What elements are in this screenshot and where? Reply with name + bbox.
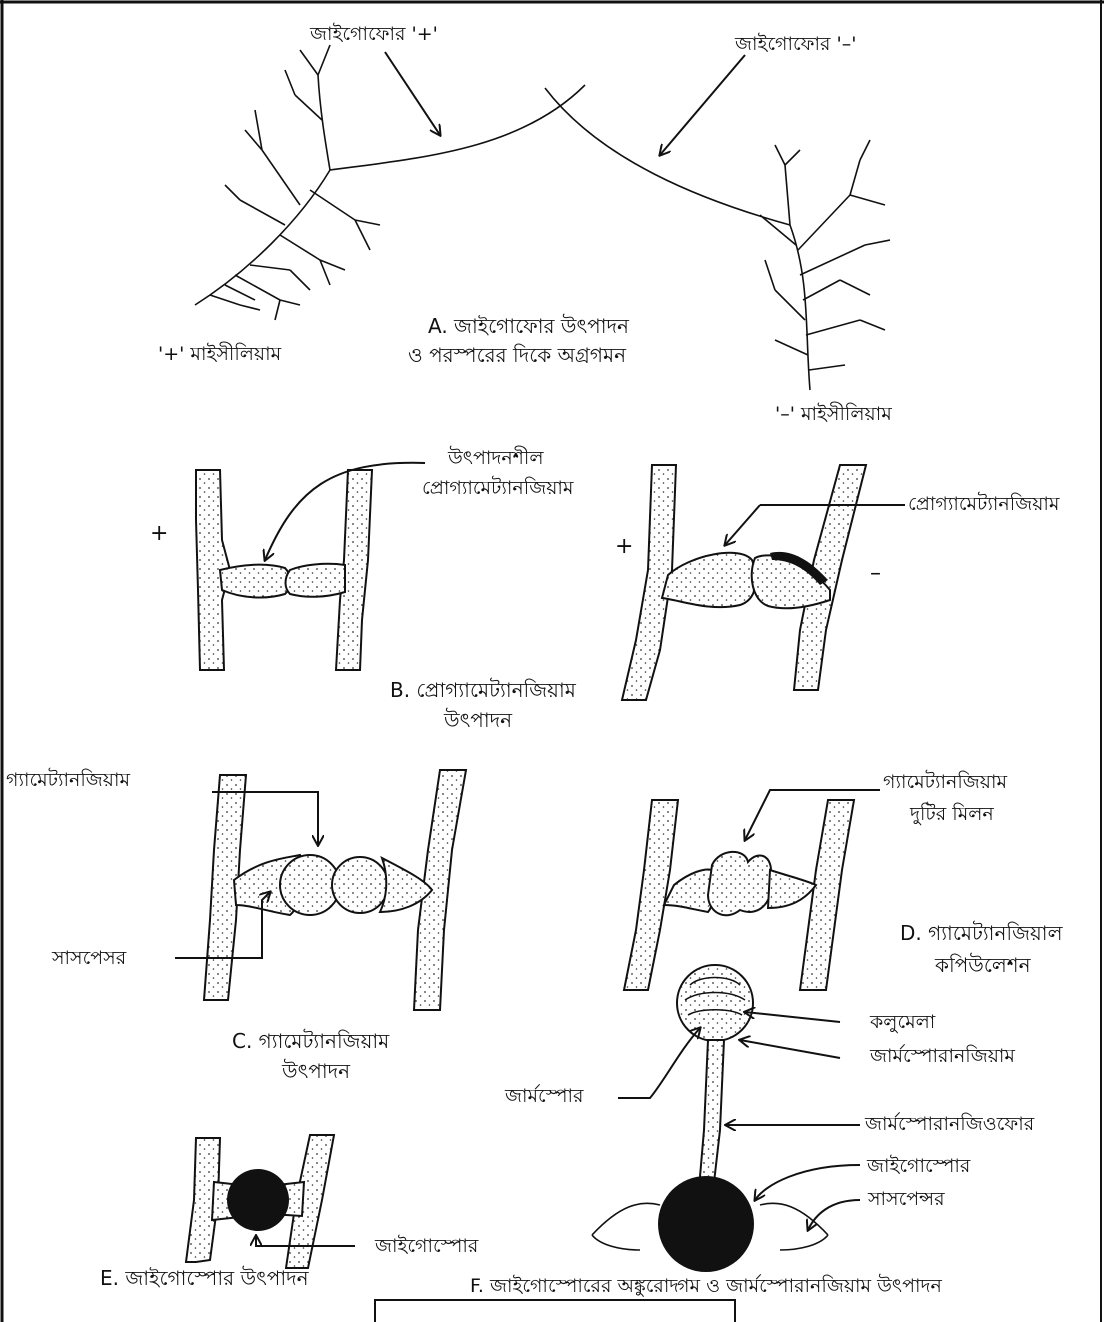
caption-b-line2: উৎপাদন (443, 708, 513, 732)
caption-a-line2: ও পরস্পরের দিকে অগ্রগমন (408, 343, 627, 367)
suspensor-f-label: সাসপেন্সর (867, 1188, 945, 1210)
caption-a-line1: A. জাইগোফোর উৎপাদন (428, 314, 630, 338)
zygophore-minus-arrow (660, 55, 745, 155)
mycelium-plus-label: '+' মাইসীলিয়াম (158, 342, 282, 365)
panel-a: জাইগোফোর '+' জাইগোফোর '–' '+' মাইসীলিয়া… (158, 23, 892, 425)
germspore-arrow (618, 1028, 700, 1098)
fertile-progametangium-label-line1: উৎপাদনশীল (447, 446, 544, 469)
panel-b-left: উৎপাদনশীল প্রোগ্যামেট্যানজিয়াম + (150, 446, 574, 670)
gametangia-union-arrow (745, 790, 880, 840)
caption-f: F. জাইগোস্পোরের অঙ্কুরোদ্গম ও জার্মস্পোর… (470, 1274, 942, 1297)
panel-d: গ্যামেট্যানজিয়াম দুটির মিলন D. গ্যামেট্… (624, 770, 1064, 990)
gametangia-union-label-line1: গ্যামেট্যানজিয়াম (883, 770, 1008, 793)
gametangium-label: গ্যামেট্যানজিয়াম (6, 768, 131, 791)
zygophore-plus-arrow (385, 52, 440, 135)
mycelium-minus-label: '–' মাইসীলিয়াম (775, 402, 892, 425)
germsporangium-shape (677, 965, 753, 1041)
plus-sign-b-right: + (615, 534, 633, 559)
panel-e: জাইগোস্পোর E. জাইগোস্পোর উৎপাদন (100, 1135, 479, 1290)
mycelium-plus-drawing (195, 45, 585, 320)
germspore-label: জার্মস্পোর (504, 1084, 584, 1107)
zygospore-e-label: জাইগোস্পোর (374, 1235, 479, 1257)
caption-c-line1: C. গ্যামেট্যানজিয়াম (232, 1029, 390, 1053)
columella-arrow (745, 1012, 840, 1022)
panel-b-right: প্রোগ্যামেট্যানজিয়াম + – B. প্রোগ্যামেট… (390, 465, 1060, 732)
caption-e: E. জাইগোস্পোর উৎপাদন (100, 1266, 310, 1290)
caption-d-line2: কপিউলেশন (934, 953, 1032, 977)
zygophore-plus-label: জাইগোফোর '+' (309, 23, 438, 45)
panel-f: কলুমেলা জার্মস্পোরানজিয়াম জার্মস্পোর জা… (470, 965, 1035, 1297)
suspensor-f-arrow (808, 1200, 860, 1230)
caption-b-line1: B. প্রোগ্যামেট্যানজিয়াম (390, 678, 577, 702)
suspensor-c-label: সাসপেসর (51, 947, 127, 969)
zygospore-e-shape (227, 1169, 289, 1231)
zygospore-f-label: জাইগোস্পোর (866, 1155, 971, 1177)
germsporangium-arrow (740, 1040, 840, 1058)
fertile-progametangium-label-line2: প্রোগ্যামেট্যানজিয়াম (422, 476, 574, 499)
zygospore-f-shape (658, 1176, 754, 1272)
progametangium-label: প্রোগ্যামেট্যানজিয়াম (908, 492, 1060, 515)
minus-sign-b-right: – (870, 561, 881, 586)
germsporangium-label: জার্মস্পোরানজিয়াম (869, 1044, 1015, 1067)
zygophore-minus-label: জাইগোফোর '–' (734, 33, 856, 55)
germsporangiophore-label: জার্মস্পোরানজিওফোর (864, 1112, 1035, 1135)
caption-c-line2: উৎপাদন (281, 1059, 351, 1083)
progametangium-arrow (725, 505, 760, 545)
panel-c: গ্যামেট্যানজিয়াম সাসপেসর C. গ্যামেট্যান… (6, 768, 466, 1083)
zygospore-f-arrow (755, 1165, 860, 1200)
columella-label: কলুমেলা (869, 1011, 936, 1033)
gametangia-union-label-line2: দুটির মিলন (909, 802, 994, 825)
caption-d-line1: D. গ্যামেট্যানজিয়াল (900, 921, 1064, 945)
plus-sign-b-left: + (150, 521, 168, 546)
